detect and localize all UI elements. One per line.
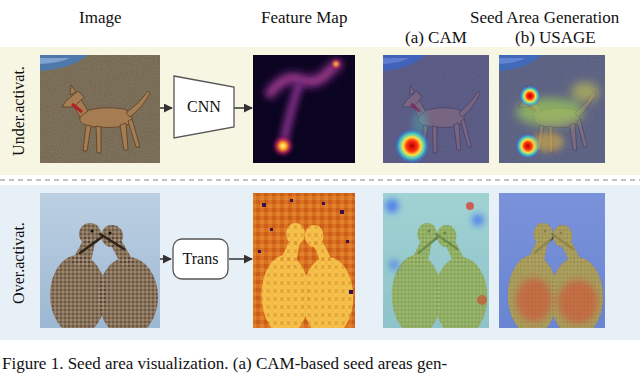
block-label: CNN bbox=[187, 98, 221, 116]
figure-caption: Figure 1. Seed area visualization. (a) C… bbox=[2, 354, 447, 373]
separator bbox=[0, 179, 640, 180]
column-header-holder: Seed Area Generation bbox=[470, 8, 619, 28]
column-header-holder: (a) CAM bbox=[405, 28, 467, 48]
rounded-outline bbox=[173, 239, 228, 279]
block-label: Trans bbox=[183, 250, 219, 268]
network-block: Trans bbox=[172, 238, 229, 280]
column-header: (a) CAM bbox=[405, 28, 467, 47]
row-label-holder: Under.activat. bbox=[10, 66, 28, 156]
row-band: Under.activat. CNN bbox=[0, 47, 640, 175]
cam-seed-map bbox=[383, 193, 489, 328]
row-label-holder: Over.activat. bbox=[10, 222, 28, 304]
flow-arrow bbox=[160, 107, 172, 109]
row-background bbox=[0, 47, 640, 175]
column-header: Seed Area Generation bbox=[470, 8, 619, 27]
row-background bbox=[0, 185, 640, 340]
row-label: Over.activat. bbox=[10, 222, 27, 304]
feature-map bbox=[253, 193, 355, 328]
row-band: Over.activat. Trans bbox=[0, 185, 640, 340]
input-photo bbox=[40, 193, 160, 337]
usage-seed-map bbox=[499, 193, 605, 328]
column-header-holder: Image bbox=[79, 8, 121, 28]
network-block: CNN bbox=[173, 75, 235, 139]
caption-holder: Figure 1. Seed area visualization. (a) C… bbox=[2, 354, 447, 374]
cam-seed-map bbox=[383, 55, 489, 163]
trapezoid-outline bbox=[174, 76, 234, 138]
column-header-holder: Feature Map bbox=[261, 8, 347, 28]
usage-seed-map bbox=[499, 55, 605, 163]
row-label: Under.activat. bbox=[10, 66, 27, 156]
column-header: Image bbox=[79, 8, 121, 27]
column-header: Feature Map bbox=[261, 8, 347, 27]
column-header-holder: (b) USAGE bbox=[515, 28, 596, 48]
flow-arrow bbox=[229, 258, 252, 260]
feature-map bbox=[253, 55, 355, 163]
column-header: (b) USAGE bbox=[515, 28, 596, 47]
input-photo bbox=[40, 55, 160, 163]
flow-arrow bbox=[160, 258, 171, 260]
